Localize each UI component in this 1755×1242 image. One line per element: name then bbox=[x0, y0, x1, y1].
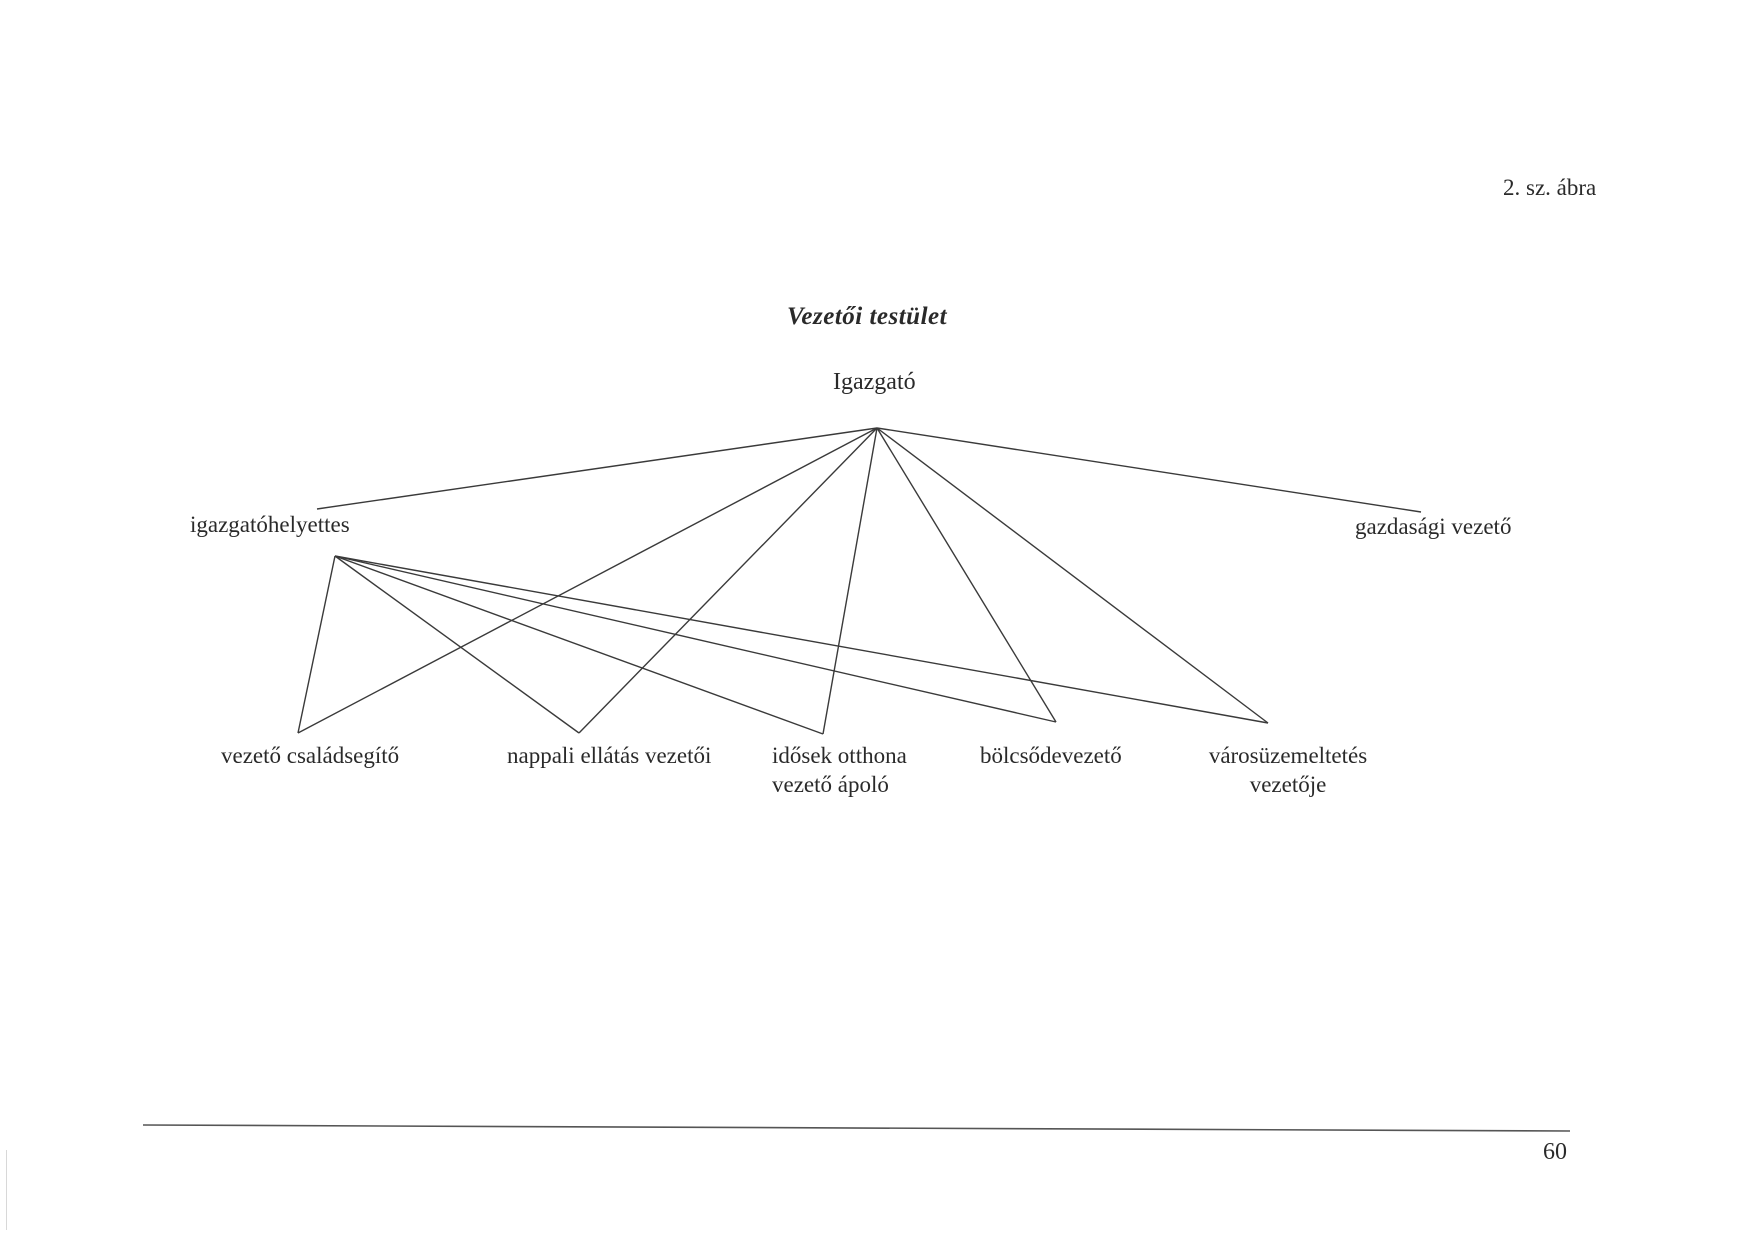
edge-igazgato-to-varos bbox=[876, 427, 1269, 724]
node-label-line: bölcsődevezető bbox=[980, 743, 1122, 768]
footer-rule bbox=[142, 1124, 1571, 1132]
node-label-line: vezető családsegítő bbox=[221, 743, 400, 768]
node-bolcsodevezeto: bölcsődevezető bbox=[980, 744, 1122, 767]
figure-label: 2. sz. ábra bbox=[1503, 175, 1597, 200]
node-idosek-otthona: idősek otthona vezető ápoló bbox=[772, 744, 907, 796]
edge-igazgato-to-csaladsegito bbox=[297, 427, 878, 734]
node-igazgato: Igazgató bbox=[833, 369, 916, 395]
node-label-line: vezetője bbox=[1249, 772, 1327, 797]
edge-igazgatohelyettes-to-varos bbox=[334, 555, 1269, 724]
edge-igazgatohelyettes-to-idosek bbox=[334, 555, 824, 735]
edge-igazgatohelyettes-to-nappali bbox=[334, 555, 580, 734]
edge-igazgatohelyettes-to-csaladsegito bbox=[297, 555, 336, 734]
edge-igazgatohelyettes-to-bolcsode bbox=[334, 555, 1057, 723]
node-label-line: idősek otthona bbox=[772, 743, 907, 768]
edge-igazgato-to-nappali bbox=[578, 427, 878, 734]
edge-igazgato-to-igazgatohelyettes bbox=[316, 427, 878, 510]
scan-edge-mark bbox=[6, 1150, 7, 1230]
edge-igazgato-to-bolcsode bbox=[876, 427, 1057, 723]
node-label-line: vezető ápoló bbox=[772, 772, 889, 797]
node-vezeto-csaladsegito: vezető családsegítő bbox=[221, 744, 399, 767]
edge-igazgato-to-gazdasagi bbox=[876, 427, 1422, 513]
node-varosuzemeltetes-vezetoje: városüzemeltetés vezetője bbox=[1203, 744, 1373, 796]
node-nappali-ellatas-vezetoi: nappali ellátás vezetői bbox=[507, 744, 711, 767]
node-label-line: nappali ellátás vezetői bbox=[507, 743, 712, 768]
node-igazgatohelyettes: igazgatóhelyettes bbox=[190, 512, 350, 537]
node-gazdasagi-vezeto: gazdasági vezető bbox=[1355, 514, 1512, 539]
node-label-line: városüzemeltetés bbox=[1208, 743, 1368, 768]
edge-igazgato-to-idosek bbox=[822, 427, 878, 735]
diagram-title: Vezetői testület bbox=[787, 303, 948, 330]
page-number: 60 bbox=[1543, 1139, 1567, 1165]
